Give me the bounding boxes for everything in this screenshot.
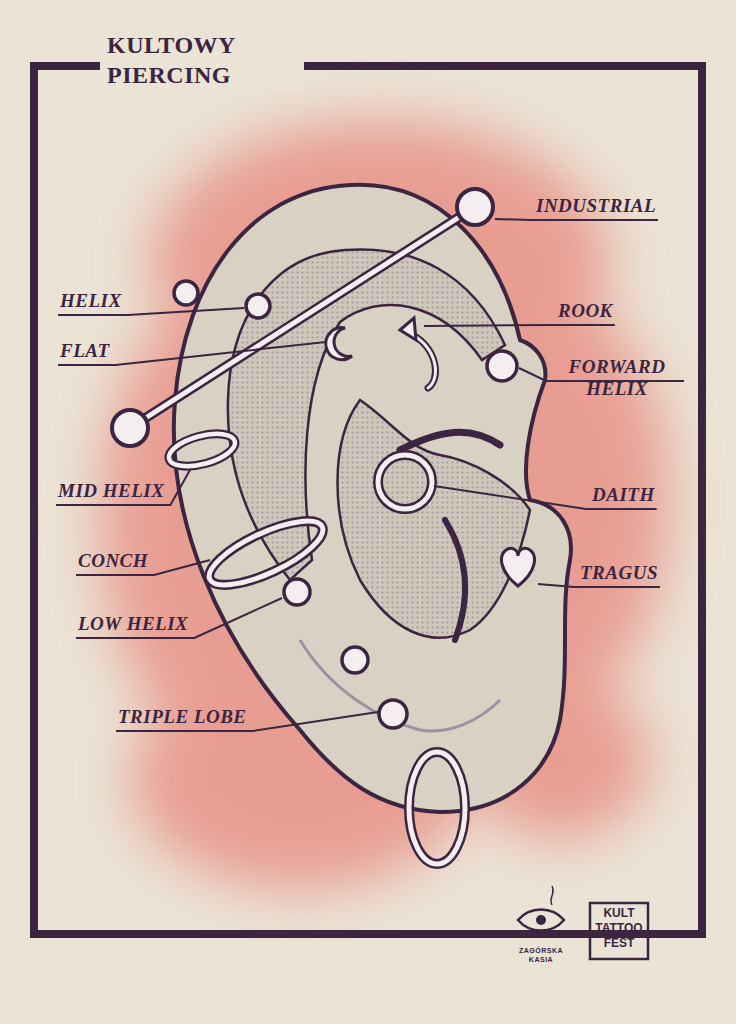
festival-logo-text: KULT TATTOO FEST	[590, 906, 648, 951]
artist-logo-text: ZAGÓRSKA KASIA	[508, 946, 574, 964]
leader-line	[538, 584, 660, 587]
leader-line	[56, 470, 190, 505]
piercing-label: INDUSTRIAL	[536, 195, 656, 217]
piercing-label: ROOK	[558, 300, 613, 322]
piercing-label: FLAT	[60, 340, 110, 362]
piercing-label: LOW HELIX	[78, 613, 188, 635]
piercing-label: DAITH	[592, 484, 655, 506]
poster-title: KULTOWY PIERCING	[100, 30, 304, 90]
piercing-label: MID HELIX	[58, 480, 164, 502]
piercing-label: FORWARD HELIX	[552, 356, 682, 400]
piercing-label: CONCH	[78, 550, 148, 572]
piercing-label: TRAGUS	[580, 562, 658, 584]
leader-line	[76, 598, 282, 638]
piercing-label: HELIX	[60, 290, 122, 312]
leader-line	[424, 325, 615, 326]
leader-line	[495, 219, 658, 220]
piercing-label: TRIPLE LOBE	[118, 706, 246, 728]
